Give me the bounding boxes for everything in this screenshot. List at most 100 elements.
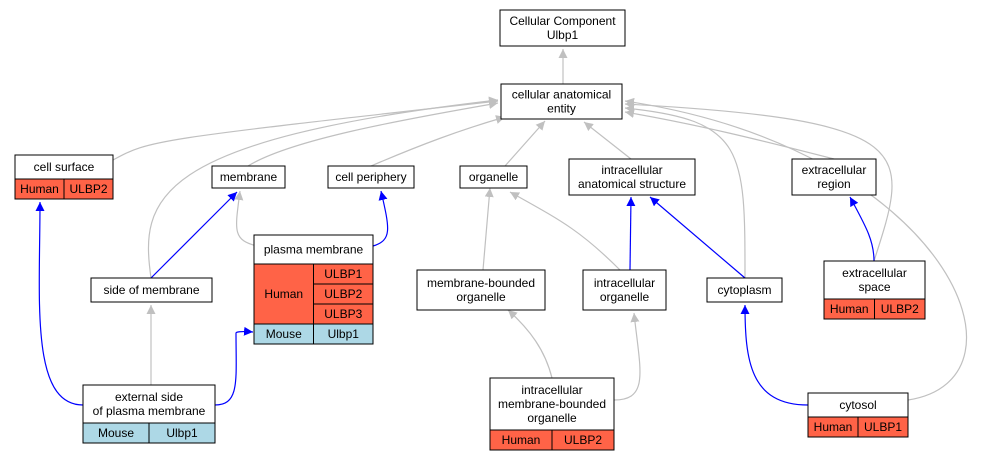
node-label-line: organelle bbox=[456, 290, 506, 304]
gene-label: Ulbp1 bbox=[328, 327, 360, 341]
edge-cytosol-to-cytoplasm-part-of bbox=[740, 304, 809, 406]
gene-label: ULBP2 bbox=[881, 302, 919, 316]
node-label-line: intracellular bbox=[521, 383, 582, 397]
gene-label: ULBP2 bbox=[69, 182, 107, 196]
edge-ext_space-to-cae-is-a bbox=[624, 99, 893, 262]
node-label-box bbox=[499, 9, 626, 47]
node-label-line: cell periphery bbox=[335, 170, 406, 184]
edge-ext_region-to-cae-is-a bbox=[624, 109, 835, 160]
node-label-box bbox=[253, 234, 374, 265]
gene-label: ULBP1 bbox=[324, 267, 362, 281]
node-label-line: region bbox=[817, 177, 850, 191]
node-cell-periphery[interactable]: cell periphery bbox=[327, 165, 415, 189]
node-label-box bbox=[568, 158, 696, 196]
node-label-box bbox=[327, 165, 415, 189]
node-label-line: extracellular bbox=[802, 163, 867, 177]
node-membrane[interactable]: membrane bbox=[211, 165, 286, 189]
gene-label: ULBP2 bbox=[324, 287, 362, 301]
species-label: Mouse bbox=[98, 426, 134, 440]
node-label-box bbox=[582, 269, 667, 311]
gene-cell bbox=[148, 422, 216, 444]
node-label-box bbox=[82, 384, 216, 424]
species-label: Human bbox=[814, 420, 853, 434]
node-label-line: intracellular bbox=[601, 163, 662, 177]
gene-label: ULBP3 bbox=[324, 307, 362, 321]
node-label-box bbox=[90, 277, 213, 303]
node-label-line: intracellular bbox=[594, 276, 655, 290]
species-label: Human bbox=[264, 287, 303, 301]
edge-imbo-to-intra_org-is-a bbox=[613, 312, 641, 401]
node-label-line: Cellular Component bbox=[509, 14, 616, 28]
gene-cell bbox=[63, 178, 114, 200]
node-label-line: membrane-bounded bbox=[427, 276, 535, 290]
gene-label: ULBP2 bbox=[564, 433, 602, 447]
node-label-line: of plasma membrane bbox=[93, 404, 206, 418]
node-label-line: Ulbp1 bbox=[547, 28, 579, 42]
node-label-box bbox=[791, 158, 877, 196]
node-label-line: cell surface bbox=[34, 160, 95, 174]
node-organelle[interactable]: organelle bbox=[459, 165, 528, 189]
edge-ias-to-cae-is-a bbox=[583, 121, 632, 160]
gene-cell bbox=[857, 416, 909, 438]
edge-ext_side-to-cell_surface-part-of bbox=[35, 201, 84, 406]
species-label: Mouse bbox=[266, 327, 302, 341]
node-label-line: anatomical structure bbox=[578, 177, 686, 191]
edge-cytoplasm-to-cae-is-a bbox=[624, 104, 746, 279]
node-imbo[interactable]: intracellularmembrane-boundedorganelleHu… bbox=[489, 377, 615, 451]
edge-cell_periphery-to-cae-is-a bbox=[370, 115, 506, 167]
node-label-line: organelle bbox=[600, 290, 650, 304]
edge-ext_space-to-ext_region-part-of bbox=[849, 196, 875, 262]
node-label-line: organelle bbox=[469, 170, 519, 184]
gene-cell bbox=[874, 298, 926, 320]
node-label-line: external side bbox=[115, 390, 183, 404]
edge-membrane-to-cae-is-a bbox=[247, 100, 499, 167]
gene-label: Ulbp1 bbox=[166, 426, 198, 440]
node-cytoplasm[interactable]: cytoplasm bbox=[706, 277, 783, 303]
node-label-line: side of membrane bbox=[103, 283, 199, 297]
edge-plasma_mem-to-cell_periphery-part-of bbox=[372, 190, 389, 247]
edge-cytoplasm-to-ias-part-of bbox=[649, 196, 746, 279]
species-label: Human bbox=[830, 302, 869, 316]
edge-cell_surface-to-cae-is-a bbox=[112, 97, 499, 161]
edge-mbo-to-organelle-is-a bbox=[482, 187, 494, 271]
node-label-box bbox=[211, 165, 286, 189]
node-label-box bbox=[706, 277, 783, 303]
edge-intra_org-to-ias-part-of bbox=[626, 196, 636, 271]
node-label-box bbox=[500, 83, 623, 120]
node-label-line: organelle bbox=[527, 411, 577, 425]
node-side-mem[interactable]: side of membrane bbox=[90, 277, 213, 303]
node-label-box bbox=[823, 260, 926, 300]
edge-intra_org-to-organelle-is-a bbox=[509, 191, 621, 271]
node-label-line: entity bbox=[547, 102, 576, 116]
edge-cytosol-to-cae-is-a bbox=[624, 97, 968, 401]
edge-plasma_mem-to-membrane-is-a bbox=[234, 190, 258, 247]
node-label-line: membrane bbox=[220, 170, 278, 184]
node-label-line: extracellular bbox=[842, 266, 907, 280]
edge-organelle-to-cae-is-a bbox=[504, 120, 546, 167]
node-label-line: cellular anatomical bbox=[512, 88, 611, 102]
node-label-box bbox=[459, 165, 528, 189]
gene-cell bbox=[313, 323, 374, 345]
node-label-line: cytosol bbox=[839, 398, 876, 412]
node-label-line: membrane-bounded bbox=[498, 397, 606, 411]
node-label-line: cytoplasm bbox=[717, 283, 771, 297]
edges-layer bbox=[35, 49, 968, 406]
species-label: Human bbox=[502, 433, 541, 447]
node-label-line: plasma membrane bbox=[264, 243, 364, 257]
node-label-line: space bbox=[858, 280, 890, 294]
edge-imbo-to-mbo-is-a bbox=[507, 309, 553, 379]
edge-ext_side-to-plasma_mem-part-of bbox=[214, 326, 254, 406]
